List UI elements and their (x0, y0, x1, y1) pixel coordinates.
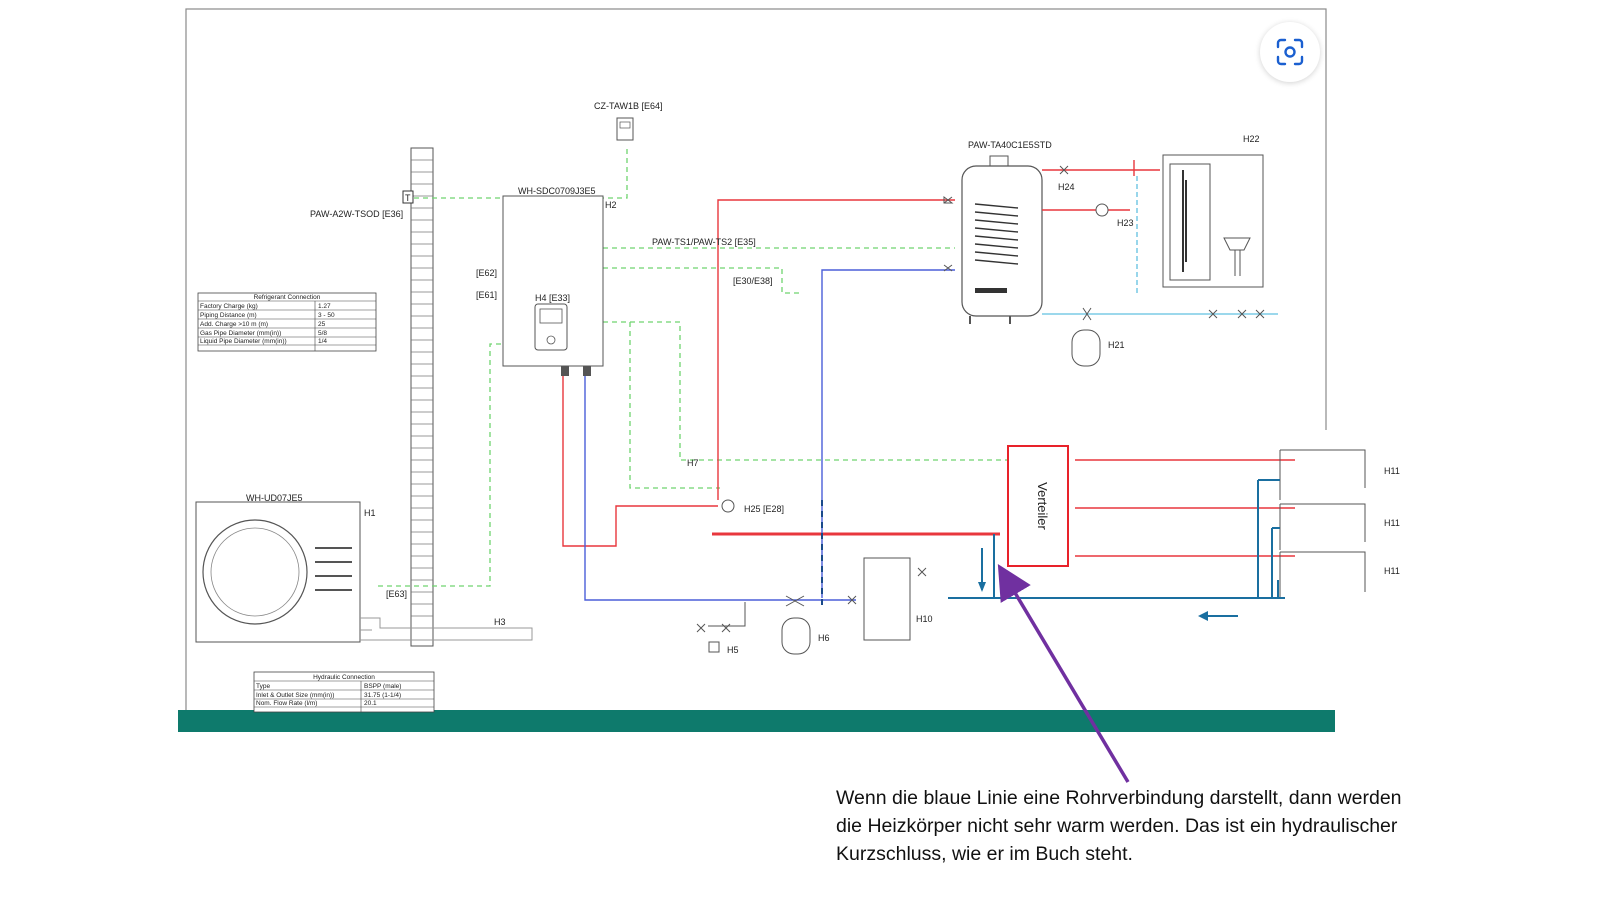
scan-lens-icon (1276, 38, 1304, 66)
label-h22: H22 (1243, 134, 1260, 144)
remote-control (616, 117, 634, 141)
indoor-unit (502, 195, 604, 376)
annotation-arrow (997, 563, 1130, 783)
outdoor-unit (195, 501, 533, 643)
valves (696, 165, 1265, 633)
label-h6: H6 (818, 633, 830, 643)
label-h25: H25 [E28] (744, 504, 784, 514)
table-cell: Gas Pipe Diameter (mm(in)) (200, 330, 281, 337)
table-cell: 25 (318, 321, 326, 328)
table-cell: 31.75 (1-1/4) (364, 692, 401, 699)
table-cell: Add. Charge >10 m (m) (200, 321, 268, 328)
annotation-line: Kurzschluss, wie er im Buch steht. (836, 843, 1133, 865)
table-cell: 3 - 50 (318, 312, 335, 319)
supply-pipes (562, 160, 1295, 557)
cold-water (1042, 176, 1278, 315)
table-cell: Factory Charge (kg) (200, 303, 258, 310)
lens-button[interactable] (1260, 22, 1320, 82)
label-e62: [E62] (476, 268, 497, 278)
table-cell: Liquid Pipe Diameter (mm(in)) (200, 338, 287, 345)
label-h11c: H11 (1384, 566, 1400, 576)
label-e30: [E30/E38] (733, 276, 773, 286)
table-cell: BSPP (male) (364, 683, 401, 690)
label-ts: PAW-TS1/PAW-TS2 [E35] (652, 237, 756, 247)
label-tank: PAW-TA40C1E5STD (968, 140, 1052, 150)
label-h10: H10 (916, 614, 933, 624)
label-sensor: PAW-A2W-TSOD [E36] (310, 209, 403, 219)
table-cell: Type (256, 683, 270, 690)
table-cell: 5/8 (318, 330, 327, 337)
label-indoor: WH-SDC0709J3E5 (518, 186, 596, 196)
label-h3: H3 (494, 617, 506, 627)
hydraulic-table-title: Hydraulic Connection (313, 674, 375, 681)
component-labels: PAW-A2W-TSOD [E36] T WH-SDC0709J3E5 H2 C… (246, 101, 1400, 655)
annotation-text: Wenn die blaue Linie eine Rohrverbindung… (836, 784, 1496, 868)
table-cell: 1.27 (318, 303, 331, 310)
label-e61: [E61] (476, 290, 497, 300)
table-cell: Piping Distance (m) (200, 312, 257, 319)
drawing-sheet (178, 8, 1348, 732)
table-cell: Nom. Flow Rate (l/m) (256, 700, 317, 707)
label-e63: [E63] (386, 589, 407, 599)
expansion-vessels (708, 203, 1109, 655)
label-h5: H5 (727, 645, 739, 655)
label-h11a: H11 (1384, 466, 1400, 476)
label-h11b: H11 (1384, 518, 1400, 528)
label-h7: H7 (687, 458, 699, 468)
label-remote: CZ-TAW1B [E64] (594, 101, 663, 111)
refrigerant-table-title: Refrigerant Connection (254, 294, 321, 301)
radiators (1279, 449, 1366, 598)
label-h2: H2 (605, 200, 617, 210)
refrigerant-table: Refrigerant Connection Factory Charge (k… (197, 292, 377, 352)
table-cell: 20.1 (364, 700, 377, 707)
manifold-label: Verteiler (1035, 482, 1050, 530)
label-h24: H24 (1058, 182, 1075, 192)
return-pipes (584, 269, 955, 601)
annotation-line: Wenn die blaue Linie eine Rohrverbindung… (836, 787, 1402, 809)
table-cell: Inlet & Outlet Size (mm(in)) (256, 692, 334, 699)
label-h21: H21 (1108, 340, 1125, 350)
label-sensor-tag: T (405, 193, 411, 203)
label-outdoor: WH-UD07JE5 (246, 493, 303, 503)
label-h23: H23 (1117, 218, 1134, 228)
manifold: Verteiler (1007, 445, 1069, 567)
dhw-tank (961, 155, 1043, 324)
annotation-line: die Heizkörper nicht sehr warm werden. D… (836, 815, 1398, 837)
bathroom (1162, 154, 1264, 288)
label-controller: H4 [E33] (535, 293, 570, 303)
label-h1: H1 (364, 508, 376, 518)
outdoor-sensor (402, 190, 414, 204)
table-cell: 1/4 (318, 338, 327, 345)
chimney-wall (410, 147, 434, 647)
left-arrow-icon (1198, 611, 1208, 621)
down-arrow-icon (978, 582, 986, 592)
signal-wiring (376, 149, 1008, 587)
hydraulic-table: Hydraulic Connection Type BSPP (male) In… (253, 671, 435, 713)
